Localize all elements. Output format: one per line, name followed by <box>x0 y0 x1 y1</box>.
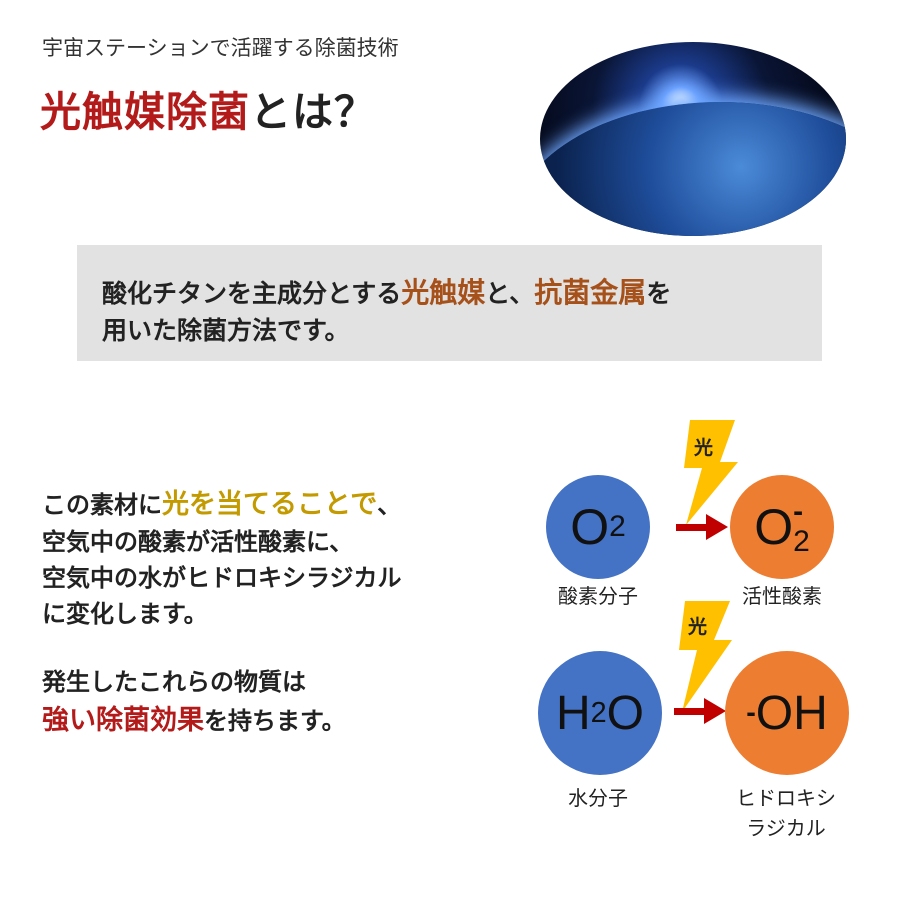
summary-line-2: 用いた除菌方法です。 <box>102 316 350 345</box>
subtitle: 宇宙ステーションで活躍する除菌技術 <box>42 36 399 60</box>
title-rest: とは？ <box>250 88 376 136</box>
active-oxygen-label: 活性酸素 <box>742 584 822 608</box>
title-highlight: 光触媒除菌 <box>40 88 250 136</box>
text-line: に変化します。 <box>42 600 208 628</box>
lightning-bolt-icon <box>684 420 738 525</box>
text-line: 空気中の水がヒドロキシラジカル <box>42 564 402 592</box>
page-title: 光触媒除菌とは？ <box>40 78 376 138</box>
summary-box: 酸化チタンを主成分とする光触媒と、抗菌金属を 用いた除菌方法です。 <box>77 245 822 361</box>
arrow-icon <box>676 514 728 540</box>
summary-line-1: 酸化チタンを主成分とする光触媒と、抗菌金属を <box>102 276 672 309</box>
earth-image <box>540 42 846 236</box>
hydroxyl-label-2: ラジカル <box>746 816 826 840</box>
h2o-label: 水分子 <box>568 786 628 810</box>
o2-label: 酸素分子 <box>558 584 638 608</box>
light-label: 光 <box>688 616 708 638</box>
hydroxyl-radical: -OH <box>725 651 849 775</box>
text-line: 発生したこれらの物質は <box>42 668 306 696</box>
lightning-bolt-icon <box>679 601 732 712</box>
text-line: この素材に光を当てることで、 <box>42 489 402 520</box>
light-label: 光 <box>694 437 714 459</box>
text-line: 空気中の酸素が活性酸素に、 <box>42 528 354 556</box>
arrow-icon <box>674 698 726 724</box>
text-line: 強い除菌効果を持ちます。 <box>42 705 346 736</box>
hydroxyl-label-1: ヒドロキシ <box>736 786 836 810</box>
superoxide-ion: O-2 <box>730 475 834 579</box>
